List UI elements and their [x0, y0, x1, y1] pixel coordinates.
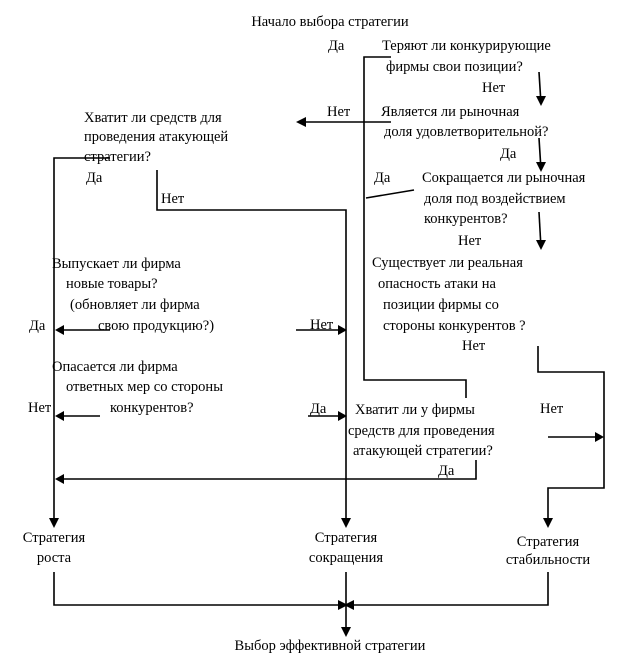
q3-line-3: конкурентов? [424, 211, 508, 227]
q3-no-label: Нет [458, 233, 482, 249]
q8-yes-label: Да [438, 463, 455, 479]
q8-line-3: атакующей стратегии? [353, 443, 493, 459]
arrowhead [536, 162, 546, 172]
q8-yes-connector [57, 460, 477, 480]
arrowhead [338, 600, 348, 610]
stability-to-final-connector [350, 572, 549, 606]
outcome-reduction-line-1: Стратегия [314, 530, 378, 546]
arrowhead [55, 474, 64, 484]
q2-no-label: Нет [327, 104, 351, 120]
arrowhead [341, 518, 351, 528]
q7-yes-label: Да [310, 401, 327, 417]
q4-line-4: стороны конкурентов ? [383, 318, 526, 334]
arrowhead [344, 600, 354, 610]
arrowhead [55, 411, 64, 421]
q2-yes-label: Да [500, 146, 517, 162]
q7-no-label: Нет [28, 400, 52, 416]
arrowhead [49, 518, 59, 528]
arrowhead [338, 411, 347, 421]
q6-line-3: (обновляет ли фирма [70, 297, 200, 313]
q5-yes-label: Да [86, 170, 103, 186]
q4-no-label: Нет [462, 338, 486, 354]
q7-line-2: ответных мер со стороны [66, 379, 223, 395]
arrowhead [536, 240, 546, 250]
q6-line-2: новые товары? [66, 276, 158, 292]
q7-line-1: Опасается ли фирма [52, 359, 178, 375]
arrowhead [543, 518, 553, 528]
q6-line-4: свою продукцию?) [98, 318, 215, 334]
q3-yes-connector [365, 189, 415, 199]
outcome-stability-line-1: Стратегия [516, 534, 580, 550]
q3-line-1: Сокращается ли рыночная [422, 170, 586, 186]
q3-yes-label: Да [374, 170, 391, 186]
q4-no-connector [537, 346, 605, 526]
q4-line-2: опасность атаки на [378, 276, 496, 292]
q4-line-3: позиции фирмы со [383, 297, 499, 313]
final-title: Выбор эффективной стратегии [234, 638, 426, 654]
q6-no-label: Нет [310, 317, 334, 333]
outcome-growth-line-2: роста [36, 550, 72, 566]
q4-line-1: Существует ли реальная [372, 255, 523, 271]
q1-yes-label: Да [328, 38, 345, 54]
q1-line-1: Теряют ли конкурирующие [382, 38, 551, 54]
arrowhead [341, 627, 351, 637]
q2-line-1: Является ли рыночная [381, 104, 520, 120]
q8-no-label: Нет [540, 401, 564, 417]
outcome-growth-line-1: Стратегия [22, 530, 86, 546]
q2-line-2: доля удовлетворительной? [384, 124, 549, 140]
q1-yes-connector [363, 56, 467, 398]
q5-line-2: проведения атакующей [84, 129, 229, 145]
arrowhead [55, 325, 64, 335]
q5-line-1: Хватит ли средств для [84, 110, 222, 126]
q7-line-3: конкурентов? [110, 400, 194, 416]
growth-to-final-connector [53, 572, 344, 606]
outcome-reduction-line-2: сокращения [308, 550, 384, 566]
q8-line-2: средств для проведения [348, 423, 495, 439]
q6-yes-label: Да [29, 318, 46, 334]
q1-no-label: Нет [482, 80, 506, 96]
arrowhead [595, 432, 604, 442]
q8-line-1: Хватит ли у фирмы [355, 402, 475, 418]
start-title: Начало выбора стратегии [251, 14, 409, 30]
outcome-stability-line-2: стабильности [505, 552, 591, 568]
q1-line-2: фирмы свои позиции? [386, 59, 523, 75]
q5-no-label: Нет [161, 191, 185, 207]
q3-line-2: доля под воздействием [424, 191, 566, 207]
arrowhead [536, 96, 546, 106]
q5-yes-connector [53, 157, 110, 526]
q5-line-3: стратегии? [84, 149, 151, 165]
q5-no-connector [156, 170, 347, 526]
arrowhead [296, 117, 306, 127]
q6-line-1: Выпускает ли фирма [52, 256, 181, 272]
arrowhead [338, 325, 347, 335]
